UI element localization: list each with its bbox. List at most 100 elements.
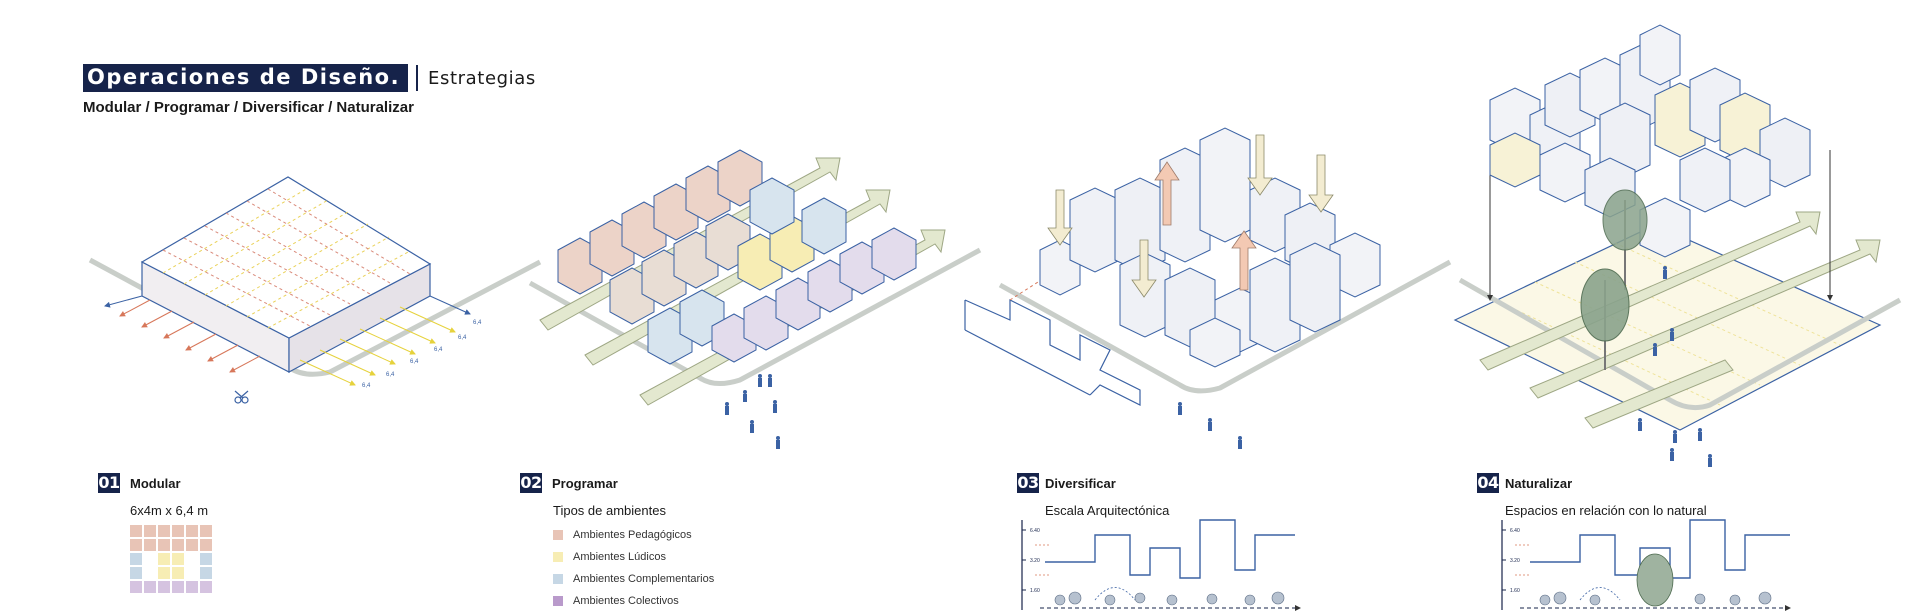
naturalizar-green-arrow [1584, 359, 1734, 429]
panel-title: Naturalizar [1505, 475, 1573, 491]
page-subtitle: Modular / Programar / Diversificar / Nat… [83, 99, 414, 116]
panel-number: 01 [98, 473, 120, 493]
header: Operaciones de Diseño. Estrategias Modul… [83, 64, 536, 116]
dim-label: 6,4 [410, 359, 419, 365]
naturalizar-blocks [1489, 24, 1811, 258]
module-cell [172, 553, 184, 565]
modular-grid-yellow [162, 187, 411, 329]
module-cell [130, 581, 142, 593]
modular-dim-blue-right [429, 295, 471, 315]
legend-swatch [553, 596, 563, 606]
panel-header: 04 Naturalizar [1477, 473, 1707, 493]
panel-description: Espacios en relación con lo natural [1505, 503, 1707, 518]
module-cell [186, 525, 198, 537]
legend-item: Ambientes Colectivos [553, 590, 714, 612]
module-cell [200, 525, 212, 537]
diversificar-blocks [1039, 127, 1381, 368]
panel-diversificar: 03 Diversificar Escala Arquitectónica [1017, 473, 1169, 518]
module-cell [158, 581, 170, 593]
diversificar-ground-path [998, 259, 1452, 394]
panel-title: Modular [130, 475, 181, 491]
module-cell [158, 539, 170, 551]
modular-dim-red [119, 299, 261, 373]
module-cell [130, 525, 142, 537]
panel-modular: 01 Modular 6x4m x 6,4 m [98, 473, 208, 518]
diversificar-section-chart: 6.40 3.20 1.60 [1021, 519, 1301, 611]
programar-ground-path [528, 247, 982, 386]
naturalizar-ground-plane [1453, 224, 1882, 431]
panel-description: 6x4m x 6,4 m [130, 503, 209, 518]
panel-number: 04 [1477, 473, 1499, 493]
panel-description: Escala Arquitectónica [1045, 503, 1170, 518]
module-cell [144, 581, 156, 593]
module-cell [130, 539, 142, 551]
title-divider [416, 65, 419, 91]
programar-people [725, 374, 780, 449]
dim-label: 6,4 [434, 347, 443, 353]
legend-label: Ambientes Pedagógicos [573, 529, 692, 541]
module-cell [200, 567, 212, 579]
module-cell [200, 581, 212, 593]
legend-swatch [553, 574, 563, 584]
legend: Ambientes Pedagógicos Ambientes Lúdicos … [553, 524, 714, 612]
panel-naturalizar: 04 Naturalizar Espacios en relación con … [1477, 473, 1707, 518]
panel-header: 02 Programar [520, 473, 714, 493]
module-cell [186, 539, 198, 551]
page-title: Operaciones de Diseño. [83, 64, 409, 92]
dim-label: 6,4 [386, 372, 395, 378]
programar-diagram [528, 149, 982, 449]
naturalizar-green-arrow [1529, 239, 1881, 399]
naturalizar-diagram [1453, 24, 1902, 467]
legend-label: Ambientes Complementarios [573, 573, 715, 585]
module-cell [200, 539, 212, 551]
diversificar-arrows [1047, 134, 1334, 298]
panel-description: Tipos de ambientes [553, 503, 666, 518]
legend-item: Ambientes Complementarios [553, 568, 714, 590]
panel-header: 01 Modular [98, 473, 208, 493]
panel-header: 03 Diversificar [1017, 473, 1169, 493]
modular-dim-yellow [299, 306, 456, 386]
legend-item: Ambientes Lúdicos [553, 546, 714, 568]
module-cell [144, 567, 156, 579]
scale-tick: 6.40 [1030, 528, 1040, 534]
module-cell [158, 525, 170, 537]
modular-dim-blue-left [104, 295, 143, 308]
scale-tick: 3.20 [1030, 558, 1040, 564]
panel-title: Diversificar [1045, 475, 1116, 491]
panel-title: Programar [552, 475, 618, 491]
module-cell [144, 539, 156, 551]
dim-label: 6,4 [458, 335, 467, 341]
title-row: Operaciones de Diseño. Estrategias [83, 64, 536, 92]
scale-tick: 1.60 [1030, 588, 1040, 594]
modular-diagram: 6,4 6,4 6,4 6,4 6,4 6,4 [88, 176, 542, 404]
scale-tick: 6.40 [1510, 528, 1520, 534]
scale-tick: 1.60 [1510, 588, 1520, 594]
tree-icon [1602, 189, 1648, 290]
tree-icon [1636, 553, 1674, 607]
legend-swatch [553, 530, 563, 540]
module-cell [158, 567, 170, 579]
module-cell [172, 581, 184, 593]
module-cell [200, 553, 212, 565]
naturalizar-green-arrow [1479, 211, 1821, 371]
legend-label: Ambientes Colectivos [573, 595, 679, 607]
module-grid-legend [130, 525, 212, 593]
module-cell [130, 567, 142, 579]
scissors-icon [234, 390, 249, 404]
modular-dim-labels: 6,4 6,4 6,4 6,4 6,4 6,4 [362, 320, 482, 389]
module-cell [172, 525, 184, 537]
panel-number: 03 [1017, 473, 1039, 493]
diversificar-section-base [964, 329, 1091, 396]
page-category: Estrategias [428, 67, 536, 89]
naturalizar-ground-path [1458, 277, 1902, 411]
modular-slab-top [140, 176, 432, 339]
dim-label: 6,4 [362, 383, 371, 389]
module-cell [186, 567, 198, 579]
diversificar-people [1178, 402, 1242, 449]
panel-programar: 02 Programar Tipos de ambientes Ambiente… [520, 473, 714, 612]
tree-icon [1580, 268, 1630, 370]
module-cell [130, 553, 142, 565]
diversificar-diagram [964, 127, 1452, 449]
naturalizar-people [1638, 266, 1712, 467]
